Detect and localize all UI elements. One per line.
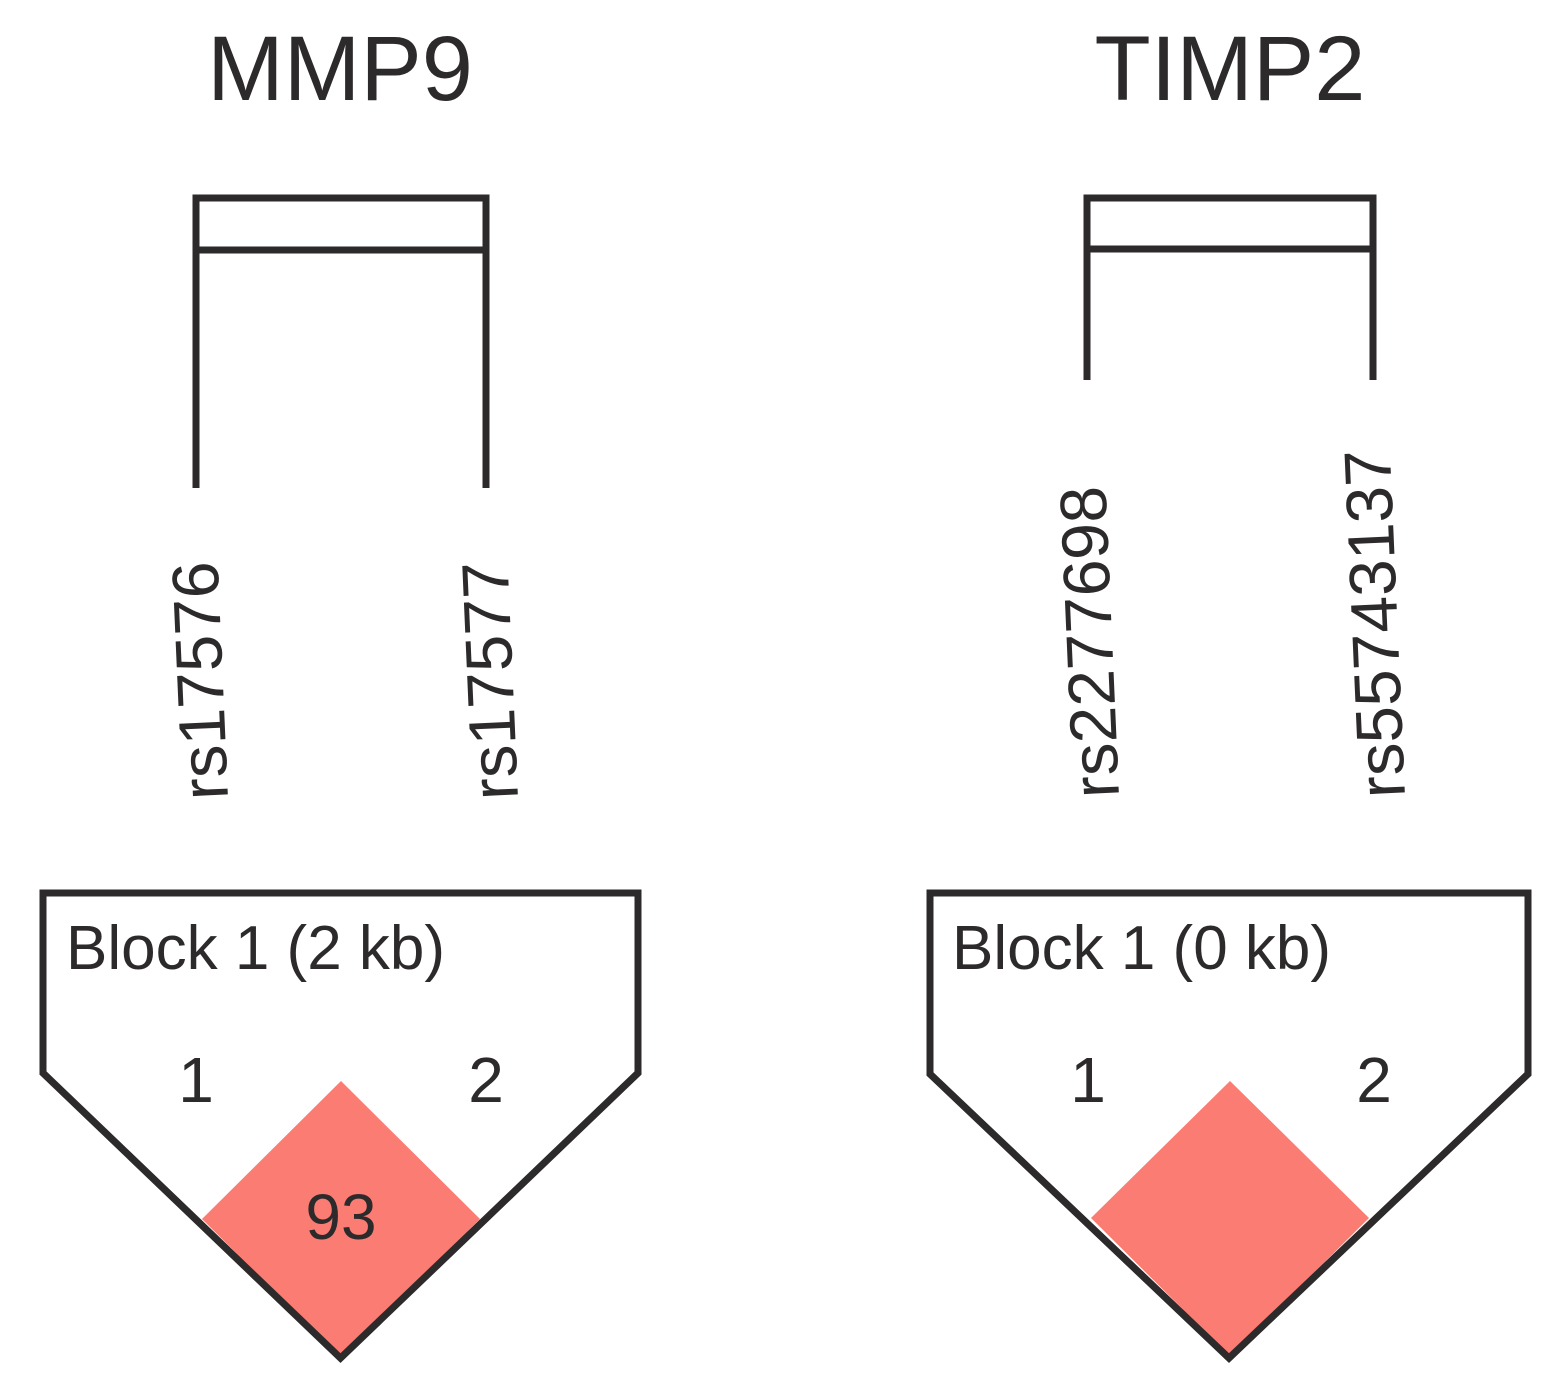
mmp9-ld-value-1-2: 93 (305, 1181, 377, 1253)
timp2-block-label: Block 1 (0 kb) (952, 914, 1332, 983)
timp2-ld-diamond-1-2 (1091, 1081, 1369, 1356)
timp2-block-pentagon-outline (926, 889, 1532, 1363)
timp2-gene-track (1083, 194, 1377, 380)
mmp9-gene-track (192, 194, 490, 488)
mmp9-block-label: Block 1 (2 kb) (66, 914, 446, 983)
mmp9-gene-bar (192, 194, 490, 254)
gene-title-mmp9: MMP9 (207, 18, 473, 120)
mmp9-block-pentagon-outline (39, 889, 642, 1363)
snp-label-rs17576: rs17576 (157, 560, 242, 802)
gene-title-timp2: TIMP2 (1094, 18, 1366, 120)
timp2-snp-number-1: 1 (1070, 1044, 1106, 1116)
snp-label-rs2277698: rs2277698 (1045, 484, 1133, 800)
snp-label-rs55743137: rs55743137 (1329, 448, 1419, 800)
timp2-snp-number-2: 2 (1356, 1044, 1392, 1116)
timp2-gene-bar (1083, 194, 1377, 253)
snp-label-rs17577: rs17577 (447, 560, 532, 802)
mmp9-snp-number-1: 1 (178, 1044, 214, 1116)
mmp9-snp-number-2: 2 (468, 1044, 504, 1116)
